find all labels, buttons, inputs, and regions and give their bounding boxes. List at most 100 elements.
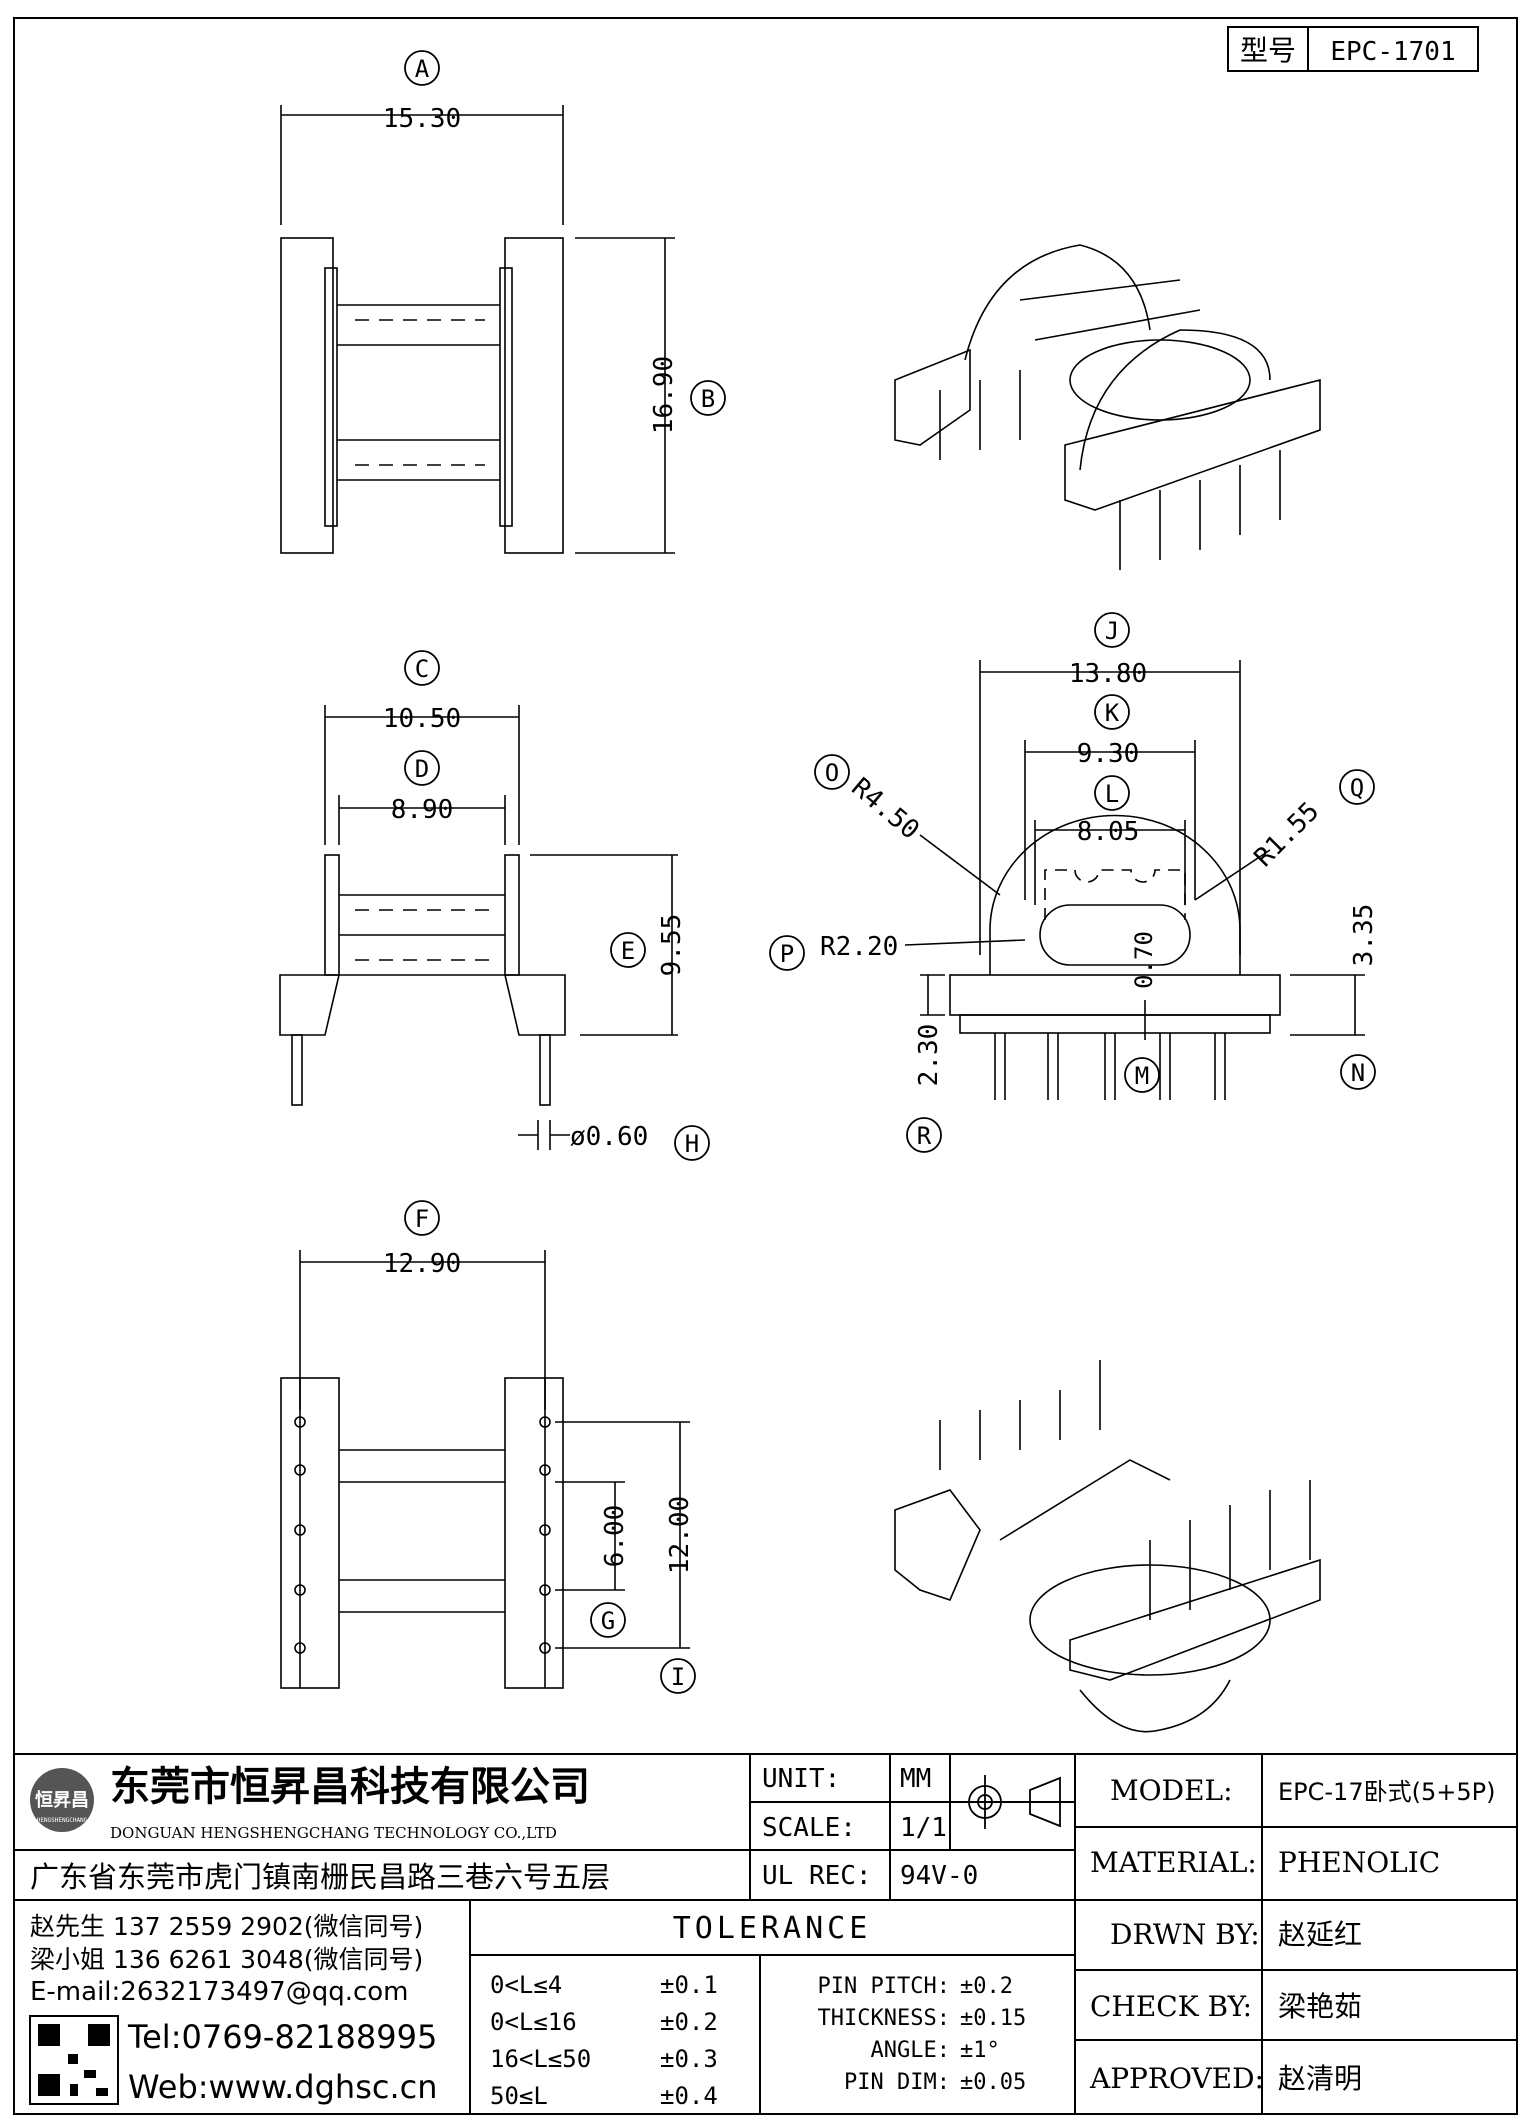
isometric-view-top: [894, 244, 1321, 570]
callout-d: D: [404, 750, 440, 786]
email: E-mail:2632173497@qq.com: [30, 1977, 409, 2007]
callout-c: C: [404, 650, 440, 686]
logo-text: 恒昇昌: [35, 1789, 89, 1811]
callout-k: K: [1094, 694, 1130, 730]
dim-k-value: 9.30: [1077, 739, 1140, 769]
web: Web:www.dghsc.cn: [128, 2068, 438, 2106]
callout-l-label: L: [1105, 780, 1119, 808]
dim-n-value: 3.35: [1349, 904, 1379, 967]
dim-j-value: 13.80: [1069, 659, 1147, 689]
callout-e-label: E: [621, 937, 635, 965]
material-label: MATERIAL:: [1090, 1846, 1257, 1879]
tol-extra-label-3: ANGLE:: [871, 2038, 950, 2063]
material-value: PHENOLIC: [1278, 1846, 1440, 1879]
callout-a-label: A: [415, 55, 430, 83]
dim-b-value: 16.90: [649, 356, 679, 434]
callout-o-label: O: [825, 759, 839, 787]
check-label: CHECK BY:: [1090, 1990, 1252, 2023]
dim-e-value: 9.55: [657, 914, 687, 977]
callout-c-label: C: [415, 655, 429, 683]
check-value: 梁艳茹: [1278, 1990, 1362, 2023]
callout-layer: A B C D E F G H I J K L M N O P Q R: [404, 50, 1376, 1694]
ulrec-value: 94V-0: [900, 1861, 978, 1891]
company-address: 广东省东莞市虎门镇南栅民昌路三巷六号五层: [30, 1860, 610, 1894]
dim-h-value: ø0.60: [570, 1122, 648, 1152]
qr-code-icon: [29, 2015, 119, 2105]
callout-m-label: M: [1135, 1062, 1149, 1090]
dim-a-value: 15.30: [383, 104, 461, 134]
drwn-value: 赵延红: [1278, 1918, 1362, 1951]
ulrec-label: UL REC:: [762, 1861, 872, 1891]
callout-h-label: H: [685, 1130, 699, 1158]
tol-range-4: 50≤L: [490, 2082, 548, 2110]
model-box-label: 型号: [1240, 34, 1296, 67]
dim-d-value: 8.90: [391, 795, 454, 825]
callout-j: J: [1094, 612, 1130, 648]
callout-e: E: [610, 932, 646, 968]
tol-extra-value-3: ±1°: [960, 2038, 1000, 2063]
callout-d-label: D: [415, 755, 429, 783]
tol-range-2: 0<L≤16: [490, 2008, 577, 2036]
projection-symbol-icon: [958, 1775, 1061, 1829]
company-logo: 恒昇昌 HENGSHENGCHANG: [30, 1768, 94, 1832]
model-number-box: 型号 EPC-1701: [1227, 26, 1479, 72]
callout-l: L: [1094, 775, 1130, 811]
callout-i-label: I: [671, 1663, 685, 1691]
tol-extra-label-4: PIN DIM:: [844, 2070, 950, 2095]
scale-value: 1/1: [900, 1813, 947, 1843]
tol-value-1: ±0.1: [660, 1971, 718, 1999]
tol-range-1: 0<L≤4: [490, 1971, 562, 1999]
callout-j-label: J: [1105, 617, 1119, 645]
callout-b: B: [690, 380, 726, 416]
logo-subtext: HENGSHENGCHANG: [37, 1817, 88, 1824]
unit-value: MM: [900, 1764, 931, 1794]
callout-k-label: K: [1105, 699, 1120, 727]
callout-f: F: [404, 1200, 440, 1236]
approved-label: APPROVED:: [1089, 2062, 1264, 2095]
title-block: [14, 1753, 1517, 2114]
tol-extra-label-2: THICKNESS:: [818, 2006, 950, 2031]
dim-m-value: 0.70: [1130, 931, 1158, 989]
dim-c-value: 10.50: [383, 704, 461, 734]
tol-extra-value-4: ±0.05: [960, 2070, 1026, 2095]
model-label: MODEL:: [1110, 1774, 1233, 1807]
callout-o: O: [814, 754, 850, 790]
isometric-view-bottom: [894, 1360, 1321, 1733]
callout-n-label: N: [1351, 1059, 1365, 1087]
contact-2: 梁小姐 136 6261 3048(微信同号): [30, 1945, 423, 1974]
callout-q-label: Q: [1350, 774, 1364, 802]
callout-n: N: [1340, 1054, 1376, 1090]
scale-label: SCALE:: [762, 1813, 856, 1843]
callout-h: H: [674, 1125, 710, 1161]
model-box-value: EPC-1701: [1330, 37, 1455, 67]
unit-label: UNIT:: [762, 1764, 840, 1794]
drwn-label: DRWN BY:: [1110, 1918, 1260, 1951]
callout-i: I: [660, 1658, 696, 1694]
callout-g-label: G: [601, 1607, 615, 1635]
tol-value-3: ±0.3: [660, 2045, 718, 2073]
company-name-cn: 东莞市恒昇昌科技有限公司: [110, 1764, 590, 1810]
callout-p-label: P: [780, 940, 794, 968]
dim-q-value: R1.55: [1249, 796, 1326, 873]
tol-range-3: 16<L≤50: [490, 2045, 591, 2073]
tel: Tel:0769-82188995: [127, 2018, 437, 2056]
callout-q: Q: [1339, 769, 1375, 805]
tolerance-title: TOLERANCE: [673, 1911, 872, 1946]
callout-r-label: R: [917, 1122, 932, 1150]
company-name-en: DONGUAN HENGSHENGCHANG TECHNOLOGY CO.,LT…: [110, 1824, 557, 1842]
tol-extra-label-1: PIN PITCH:: [818, 1974, 950, 1999]
sheet-border: [13, 17, 1518, 2115]
side-view: [279, 705, 678, 1150]
callout-m: M: [1124, 1057, 1160, 1093]
tol-value-4: ±0.4: [660, 2082, 718, 2110]
tol-value-2: ±0.2: [660, 2008, 718, 2036]
approved-value: 赵清明: [1278, 2062, 1362, 2095]
tol-extra-value-2: ±0.15: [960, 2006, 1026, 2031]
callout-a: A: [404, 50, 440, 86]
dim-p-value: R2.20: [820, 932, 898, 962]
front-view: [904, 660, 1365, 1100]
tol-extra-value-1: ±0.2: [960, 1974, 1013, 1999]
dim-i-value: 12.00: [665, 1496, 695, 1574]
dim-f-value: 12.90: [383, 1249, 461, 1279]
